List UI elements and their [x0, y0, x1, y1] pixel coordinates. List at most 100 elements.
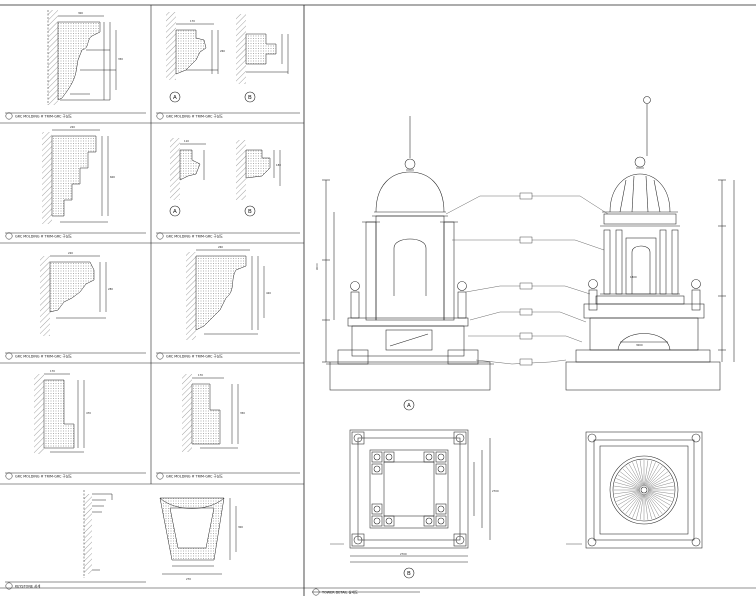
dome-rib: [620, 471, 641, 488]
dome-rib: [644, 493, 652, 520]
keystone-detail: [83, 490, 237, 578]
molding-section-4: [170, 138, 281, 200]
dome-rib: [614, 485, 641, 490]
svg-text:A: A: [407, 403, 411, 409]
dome-rib: [646, 468, 666, 488]
svg-text:B: B: [248, 95, 252, 101]
dome-rib: [647, 478, 672, 489]
molding-section-1: [47, 10, 117, 105]
section-marker-a-2: A: [169, 205, 181, 217]
svg-text:GRC MOLDING # TRIM-GRC 구성도: GRC MOLDING # TRIM-GRC 구성도: [15, 114, 72, 119]
molding-section-2: [166, 12, 289, 84]
panel-title-keystone: KEYSTONE 상세: [5, 582, 40, 590]
dome-rib: [616, 491, 641, 502]
dim-p7-top: 170: [50, 369, 55, 373]
svg-text:GRC MOLDING # TRIM-GRC 구성도: GRC MOLDING # TRIM-GRC 구성도: [15, 474, 72, 479]
dim-p3-top: 220: [70, 125, 75, 129]
dim-p2-side: 260: [220, 49, 225, 53]
dome-rib: [647, 491, 672, 502]
svg-text:A: A: [173, 95, 177, 101]
svg-text:GRC MOLDING # TRIM-GRC 구성도: GRC MOLDING # TRIM-GRC 구성도: [166, 114, 223, 119]
dim-key-side: 300: [238, 525, 243, 529]
molding-section-5: [40, 255, 107, 336]
dome-rib: [645, 463, 660, 487]
tower-elevation-a: [322, 116, 494, 391]
svg-text:GRC MOLDING # TRIM-GRC 구성도: GRC MOLDING # TRIM-GRC 구성도: [166, 474, 223, 479]
dome-ceiling-plan: [585, 431, 703, 549]
dome-rib: [647, 490, 674, 498]
dome-rib: [625, 493, 642, 514]
dome-rib: [644, 460, 652, 487]
dim-p1-top: 300: [78, 11, 83, 15]
dim-plan-height: 2700: [492, 489, 499, 493]
svg-text:B: B: [407, 571, 411, 577]
dome-rib: [647, 490, 674, 495]
dome-rib: [647, 491, 671, 506]
dome-rib: [646, 466, 663, 487]
dim-p6-side: 420: [266, 291, 271, 295]
dome-rib: [625, 466, 642, 487]
dome-rib: [614, 482, 641, 490]
elevation-marker-b: B: [403, 567, 415, 579]
dome-rib: [628, 493, 643, 517]
dim-tower-height: 9000: [315, 263, 319, 270]
dome-rib: [622, 468, 642, 488]
dome-rib: [647, 485, 674, 490]
panel-title-8: GRC MOLDING # TRIM-GRC 구성도: [156, 472, 223, 480]
dome-rib: [646, 493, 663, 514]
dome-rib: [614, 490, 641, 495]
panel-title-4: GRC MOLDING # TRIM-GRC 구성도: [156, 232, 223, 240]
svg-text:GRC MOLDING # TRIM-GRC 구성도: GRC MOLDING # TRIM-GRC 구성도: [166, 234, 223, 239]
svg-text:GRC MOLDING # TRIM-GRC 구성도: GRC MOLDING # TRIM-GRC 구성도: [166, 354, 223, 359]
tower-elevation-b: [565, 96, 735, 391]
dome-rib: [636, 460, 644, 487]
dim-p1-side: 350: [118, 57, 123, 61]
dim-plan-width: 2700: [400, 552, 407, 556]
dome-rib: [639, 493, 644, 520]
callout-tags: [519, 192, 533, 366]
dim-p8-top: 170: [198, 373, 203, 377]
dome-rib: [639, 460, 644, 487]
dim-p7-side: 470: [86, 411, 91, 415]
svg-text:KEYSTONE 상세: KEYSTONE 상세: [15, 584, 40, 589]
panel-title-1: GRC MOLDING # TRIM-GRC 구성도: [5, 112, 72, 120]
dome-rib: [647, 482, 674, 490]
panel-title-3: GRC MOLDING # TRIM-GRC 구성도: [5, 232, 72, 240]
dome-rib: [644, 460, 649, 487]
dim-dome-width: 1800: [630, 275, 637, 279]
dim-base-width: 3000: [636, 343, 643, 347]
svg-text:GRC MOLDING # TRIM-GRC 구성도: GRC MOLDING # TRIM-GRC 구성도: [15, 234, 72, 239]
dome-rib: [647, 471, 668, 488]
dome-rib: [647, 492, 668, 509]
dim-key-top: 270: [186, 577, 191, 581]
dome-rib: [647, 474, 671, 489]
dome-rib: [632, 462, 643, 487]
dome-rib: [646, 492, 666, 512]
dim-p5-top: 220: [68, 251, 73, 255]
svg-text:A: A: [173, 209, 177, 215]
dome-rib: [616, 478, 641, 489]
molding-section-8: [182, 374, 239, 452]
dim-p5-side: 280: [108, 287, 113, 291]
molding-section-6: [186, 249, 265, 340]
molding-section-3: [42, 129, 109, 224]
dim-p2-top: 170: [190, 19, 195, 23]
dim-p6-top: 260: [218, 245, 223, 249]
dome-rib: [645, 493, 660, 517]
panel-title-2: GRC MOLDING # TRIM-GRC 구성도: [156, 112, 223, 120]
dome-rib: [644, 493, 649, 520]
molding-section-7: [34, 373, 85, 454]
dome-rib: [645, 462, 656, 487]
dim-p8-side: 350: [240, 411, 245, 415]
dome-rib: [617, 474, 641, 489]
section-marker-b-2: B: [244, 205, 256, 217]
dome-rib: [622, 492, 642, 512]
dome-rib: [620, 492, 641, 509]
svg-text:B: B: [248, 209, 252, 215]
dim-p3-side: 600: [110, 175, 115, 179]
main-title: TOWER DETAIL 상세도: [312, 588, 358, 596]
elevation-marker-a: A: [403, 399, 415, 411]
panel-title-7: GRC MOLDING # TRIM-GRC 구성도: [5, 472, 72, 480]
dome-rib: [645, 493, 656, 518]
